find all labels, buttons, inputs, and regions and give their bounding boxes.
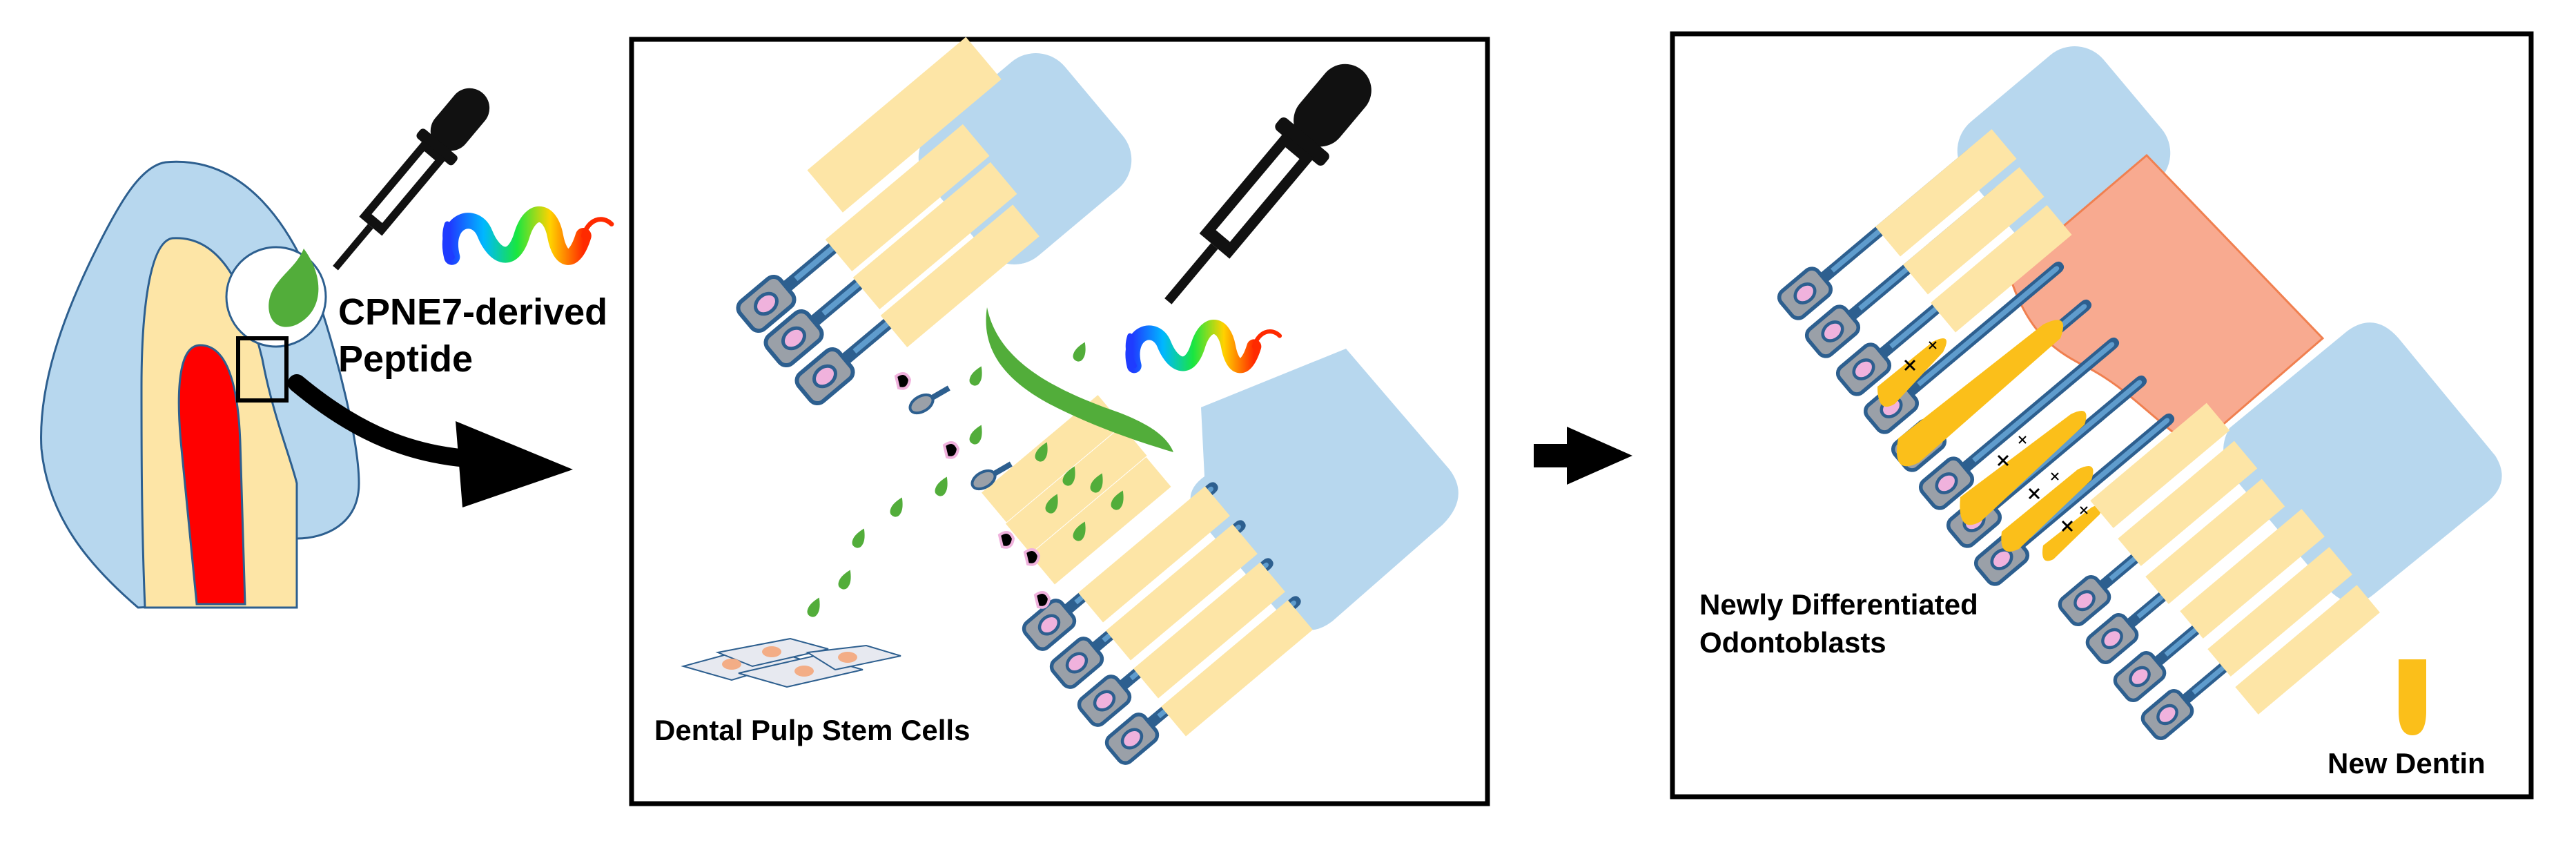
tooth-icon bbox=[40, 160, 360, 609]
peptide-label-line2: Peptide bbox=[338, 338, 473, 380]
dropper-icon bbox=[317, 77, 501, 284]
odontoblasts-label-line2: Odontoblasts bbox=[1699, 626, 1886, 659]
arrow-icon bbox=[1534, 427, 1632, 485]
new-dentin-label: New Dentin bbox=[2328, 747, 2486, 779]
dentin-stripes-lower bbox=[982, 395, 1313, 737]
stem-cells bbox=[681, 637, 901, 688]
helix-icon bbox=[445, 214, 612, 257]
peptide-drops bbox=[805, 307, 1173, 619]
dentin-stripes-lower bbox=[2090, 403, 2380, 715]
new-dentin-deposits bbox=[1877, 320, 2102, 561]
arrow-icon bbox=[288, 374, 573, 507]
dentin-stripes bbox=[1875, 129, 2072, 333]
stem-cells-label: Dental Pulp Stem Cells bbox=[654, 714, 970, 746]
migrating-cells bbox=[894, 372, 1051, 609]
odontoblast-icon bbox=[2399, 659, 2426, 735]
odontoblasts-label-line1: Newly Differentiated bbox=[1699, 588, 1978, 621]
peptide-label-line1: CPNE7-derived bbox=[338, 291, 607, 333]
deposit-markers bbox=[1904, 341, 2088, 532]
dentin-stripes bbox=[825, 124, 1040, 347]
dentin-block-right bbox=[1190, 349, 1458, 630]
